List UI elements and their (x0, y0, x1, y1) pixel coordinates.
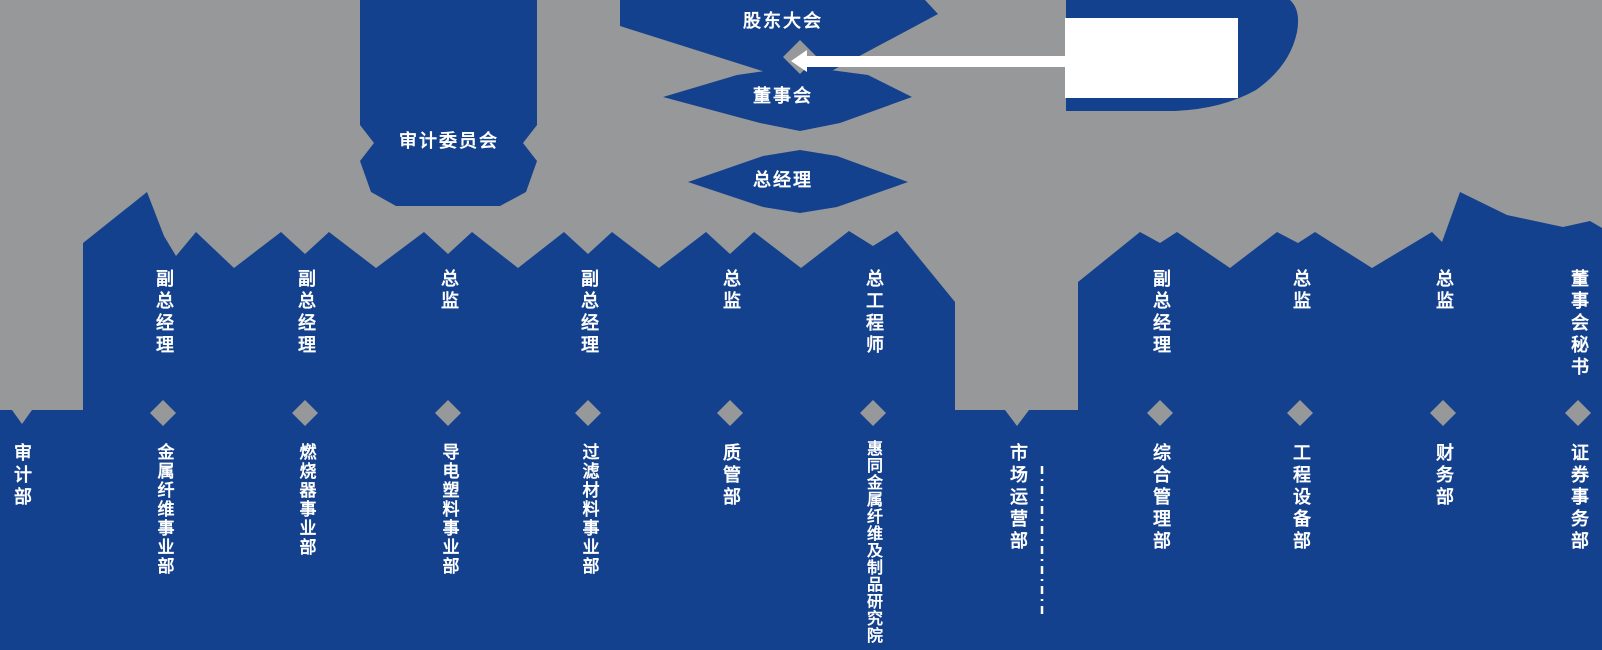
board-node-shape (663, 66, 912, 131)
role-label-director-2: 总监 (720, 269, 741, 313)
dept-label-conductive-plastics: 导电塑料事业部 (438, 443, 459, 576)
connector-diamond-icon (717, 400, 743, 426)
role-label-deputy-gm-2: 副总经理 (295, 269, 316, 357)
dept-label-audit: 审计部 (11, 443, 32, 509)
connector-diamond-icon (1287, 400, 1313, 426)
connector-diamond-icon (575, 400, 601, 426)
connector-diamond-icon (292, 400, 318, 426)
left-group-shape (83, 192, 955, 420)
dept-label-finance: 财务部 (1433, 443, 1454, 509)
role-label-director-1: 总监 (438, 269, 459, 313)
department-band-shape (0, 410, 1602, 650)
whiteout-box (1065, 18, 1238, 98)
pointer-arrow-icon (791, 50, 1066, 72)
dept-label-burner: 燃烧器事业部 (295, 443, 316, 557)
connector-diamond-icon (150, 400, 176, 426)
dept-label-market-operations: 市场运营部 (1007, 443, 1028, 553)
connector-diamond-icon (435, 400, 461, 426)
connector-diamond-icon (1430, 400, 1456, 426)
role-label-deputy-gm-1: 副总经理 (153, 269, 174, 357)
board-label: 董事会 (753, 86, 813, 107)
dept-label-securities-affairs: 证券事务部 (1568, 443, 1589, 553)
role-label-director-3: 总监 (1290, 269, 1311, 313)
dept-label-filter-materials: 过滤材料事业部 (578, 443, 599, 576)
dept-label-engineering-equipment: 工程设备部 (1290, 443, 1311, 553)
right-group-shape (1078, 192, 1602, 420)
role-label-director-4: 总监 (1433, 269, 1454, 313)
dept-label-metal-fiber: 金属纤维事业部 (153, 443, 174, 576)
shareholders-node-shape (620, 0, 938, 76)
dept-label-research-institute: 惠同金属纤维及制品研究院 (864, 440, 883, 644)
audit-committee-banner-shape (360, 0, 537, 206)
connector-diamond-icon (860, 400, 886, 426)
connector-diamond-icon (1565, 400, 1591, 426)
dept-label-general-management: 综合管理部 (1150, 443, 1171, 553)
gm-node-shape (688, 150, 908, 213)
audit-committee-label: 审计委员会 (399, 131, 499, 152)
shareholders-label: 股东大会 (743, 11, 823, 32)
general-manager-label: 总经理 (753, 170, 813, 191)
role-label-chief-engineer: 总工程师 (863, 269, 884, 357)
connector-diamond-icon (1147, 400, 1173, 426)
role-label-deputy-gm-3: 副总经理 (578, 269, 599, 357)
dept-label-quality: 质管部 (720, 443, 741, 509)
role-label-board-secretary: 董事会秘书 (1568, 269, 1589, 379)
role-label-deputy-gm-4: 副总经理 (1150, 269, 1171, 357)
connector-diamonds (150, 40, 1591, 426)
